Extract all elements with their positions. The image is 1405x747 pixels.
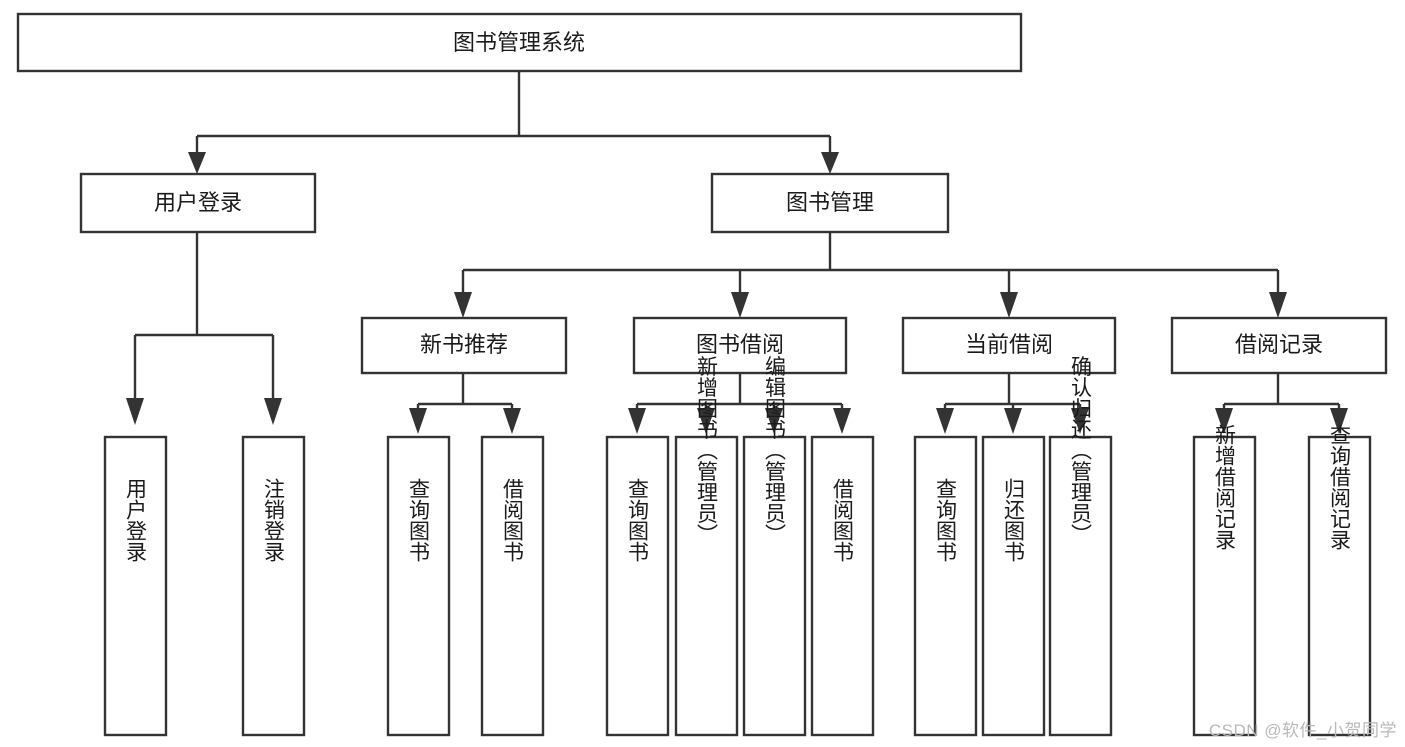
leaf-bb-query-book-label: 查询图书: [626, 478, 650, 562]
leaf-nbr-borrow-book-box[interactable]: [480, 435, 545, 737]
arrow-to-new-book-recommend: [454, 292, 472, 318]
arrow-leaf-cb-3: [1071, 408, 1089, 434]
arrow-leaf-user-login-1: [126, 398, 144, 425]
node-new-book-recommend[interactable]: 新书推荐: [360, 316, 568, 375]
leaf-nbr-query-book-box[interactable]: [386, 435, 451, 737]
leaf-br-add-record[interactable]: 新增借阅记录: [1192, 424, 1257, 737]
node-book-management-label: 图书管理: [786, 190, 874, 215]
arrow-leaf-nbr-2: [503, 408, 521, 434]
leaf-nbr-query-book-label: 查询图书: [407, 478, 431, 562]
node-book-management[interactable]: 图书管理: [710, 172, 950, 234]
arrow-leaf-cb-1: [936, 408, 954, 434]
leaf-bb-edit-book[interactable]: 编辑图书（管理员）: [742, 356, 807, 737]
arrow-to-current-borrow: [1000, 292, 1018, 318]
leaf-user-login-logout-box[interactable]: [241, 435, 306, 737]
leaf-cb-confirm-return[interactable]: 确认归还（管理员）: [1048, 356, 1113, 737]
leaf-br-add-record-box[interactable]: [1192, 435, 1257, 737]
leaf-bb-query-book-box[interactable]: [605, 435, 670, 737]
arrow-leaf-bb-1: [628, 408, 646, 434]
leaf-cb-return-book-box[interactable]: [981, 435, 1046, 737]
leaf-br-query-record[interactable]: 查询借阅记录: [1307, 424, 1372, 737]
node-book-borrow-box[interactable]: [632, 316, 848, 375]
leaf-bb-borrow-book-box[interactable]: [810, 435, 875, 737]
node-borrow-records-box[interactable]: [1170, 316, 1388, 375]
leaf-user-login-login[interactable]: 用户登录: [103, 435, 168, 737]
arrow-leaf-nbr-1: [409, 408, 427, 434]
leaf-nbr-borrow-book[interactable]: 借阅图书: [480, 435, 545, 737]
leaf-user-login-login-label: 用户登录: [124, 478, 148, 562]
node-root-box[interactable]: [16, 12, 1023, 73]
leaf-user-login-logout[interactable]: 注销登录: [241, 435, 306, 737]
leaf-bb-edit-book-box[interactable]: [742, 435, 807, 737]
leaf-nbr-borrow-book-label: 借阅图书: [501, 478, 525, 562]
arrow-leaf-br-2: [1330, 408, 1348, 434]
node-new-book-recommend-box[interactable]: [360, 316, 568, 375]
leaf-user-login-logout-label: 注销登录: [262, 478, 286, 562]
leaf-br-add-record-label: 新增借阅记录: [1213, 424, 1237, 550]
arrow-to-user-login: [188, 152, 206, 174]
leaf-cb-query-book-box[interactable]: [913, 435, 978, 737]
arrow-leaf-cb-2: [1004, 408, 1022, 434]
leaf-cb-query-book[interactable]: 查询图书: [913, 435, 978, 737]
node-user-login[interactable]: 用户登录: [79, 172, 317, 234]
node-current-borrow[interactable]: 当前借阅: [901, 316, 1117, 375]
arrow-leaf-bb-3: [765, 408, 783, 434]
leaf-cb-confirm-return-box[interactable]: [1048, 435, 1113, 737]
node-borrow-records-label: 借阅记录: [1235, 332, 1323, 357]
node-root[interactable]: 图书管理系统: [16, 12, 1023, 73]
node-current-borrow-box[interactable]: [901, 316, 1117, 375]
leaf-user-login-login-box[interactable]: [103, 435, 168, 737]
node-book-borrow-label: 图书借阅: [696, 332, 784, 357]
leaf-bb-borrow-book[interactable]: 借阅图书: [810, 435, 875, 737]
leaf-bb-borrow-book-label: 借阅图书: [831, 478, 855, 562]
leaf-bb-edit-book-label: 编辑图书（管理员）: [763, 356, 787, 545]
leaf-bb-add-book-label: 新增图书（管理员）: [695, 356, 719, 545]
arrow-to-borrow-records: [1269, 292, 1287, 318]
arrow-to-book-mgmt: [821, 152, 839, 174]
arrow-leaf-bb-4: [833, 408, 851, 434]
leaf-bb-add-book[interactable]: 新增图书（管理员）: [674, 356, 739, 737]
leaf-nbr-query-book[interactable]: 查询图书: [386, 435, 451, 737]
leaf-cb-return-book-label: 归还图书: [1002, 478, 1026, 562]
node-user-login-label: 用户登录: [154, 190, 242, 215]
leaf-bb-add-book-box[interactable]: [674, 435, 739, 737]
leaf-cb-query-book-label: 查询图书: [934, 478, 958, 562]
node-borrow-records[interactable]: 借阅记录: [1170, 316, 1388, 375]
node-book-borrow[interactable]: 图书借阅: [632, 316, 848, 375]
leaf-cb-return-book[interactable]: 归还图书: [981, 435, 1046, 737]
leaf-br-query-record-box[interactable]: [1307, 435, 1372, 737]
leaf-bb-query-book[interactable]: 查询图书: [605, 435, 670, 737]
arrow-to-book-borrow: [731, 292, 749, 318]
arrow-leaf-br-1: [1215, 408, 1233, 434]
node-root-label: 图书管理系统: [453, 30, 585, 55]
connector-layer: [126, 71, 1348, 434]
node-current-borrow-label: 当前借阅: [965, 332, 1053, 357]
node-book-management-box[interactable]: [710, 172, 950, 234]
node-user-login-box[interactable]: [79, 172, 317, 234]
arrow-leaf-user-login-2: [264, 398, 282, 425]
leaf-cb-confirm-return-label: 确认归还（管理员）: [1069, 356, 1093, 545]
leaf-br-query-record-label: 查询借阅记录: [1328, 424, 1352, 550]
arrow-leaf-bb-2: [697, 408, 715, 434]
node-new-book-recommend-label: 新书推荐: [420, 332, 508, 357]
